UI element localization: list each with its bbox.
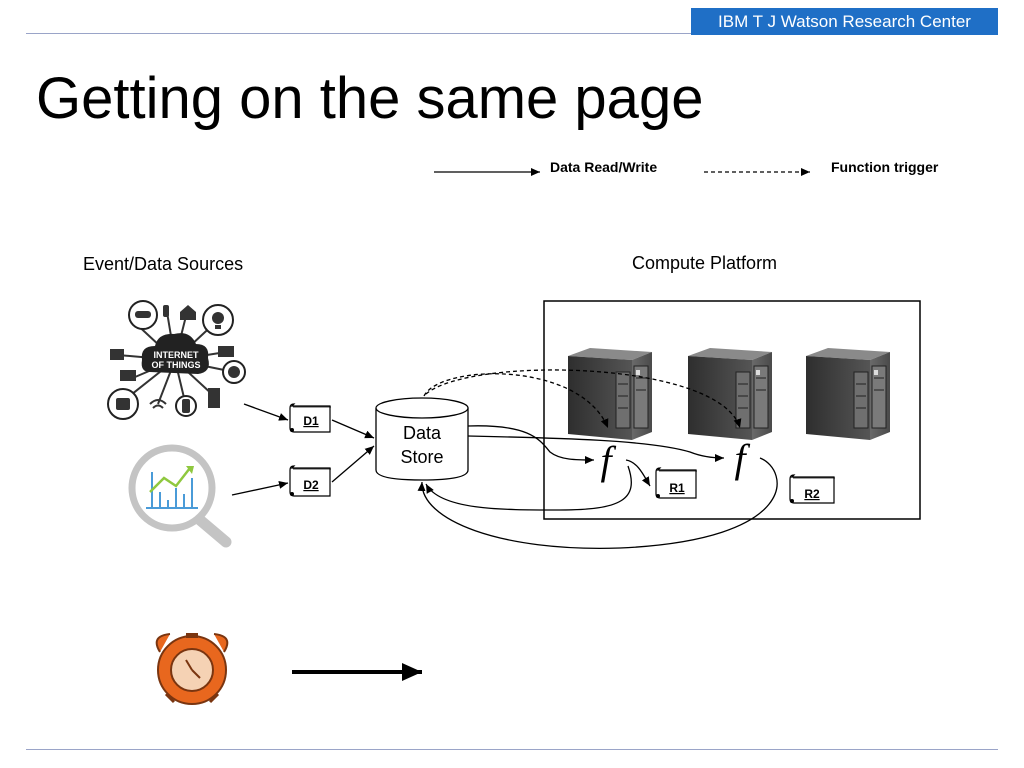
r1-label: R1	[669, 481, 685, 495]
header-rule	[26, 33, 998, 34]
data-store-label-line2: Store	[400, 447, 443, 467]
server-icon	[567, 347, 653, 441]
legend-read-write-label: Data Read/Write	[550, 159, 658, 175]
store-to-f2-trigger-arrow	[425, 369, 742, 429]
compute-platform-box	[543, 300, 921, 520]
r1-document	[655, 467, 697, 499]
store-to-f1-data-arrow	[467, 425, 595, 464]
iot-label-line2: OF THINGS	[152, 360, 201, 370]
store-to-f1-trigger-arrow	[423, 373, 609, 429]
store-to-f2-data-arrow	[467, 435, 725, 462]
iot-label-line1: INTERNET	[154, 350, 200, 360]
r2-label: R2	[804, 487, 820, 501]
f1-to-r1-arrow	[625, 459, 651, 487]
data-store-cylinder	[375, 397, 469, 481]
d2-label: D2	[303, 478, 319, 492]
iot-cloud-icon: INTERNET OF THINGS	[107, 300, 246, 420]
platform-heading: Compute Platform	[632, 253, 778, 273]
function-f1: f	[600, 438, 616, 483]
server-icon	[805, 347, 891, 441]
f1-writeback-arrow	[425, 465, 632, 511]
d2-document	[289, 465, 331, 497]
function-f2: f	[734, 436, 750, 481]
org-badge: IBM T J Watson Research Center	[691, 8, 998, 35]
data-store-label-line1: Data	[403, 423, 442, 443]
legend-function-trigger-label: Function trigger	[831, 159, 939, 175]
analytics-magnifier-icon	[128, 444, 232, 548]
d1-document	[289, 403, 331, 433]
alarm-clock-icon	[155, 633, 229, 705]
analytics-to-d2-arrow	[231, 480, 289, 496]
f2-writeback-arrow	[417, 457, 778, 549]
d2-to-store-arrow	[331, 445, 375, 483]
slide-title: Getting on the same page	[36, 66, 704, 131]
r2-document	[789, 474, 835, 504]
server-icon	[687, 347, 773, 441]
sources-heading: Event/Data Sources	[83, 254, 244, 274]
iot-to-d1-arrow	[243, 403, 289, 421]
d1-label: D1	[303, 414, 319, 428]
d1-to-store-arrow	[331, 419, 375, 439]
footer-rule	[26, 749, 998, 750]
